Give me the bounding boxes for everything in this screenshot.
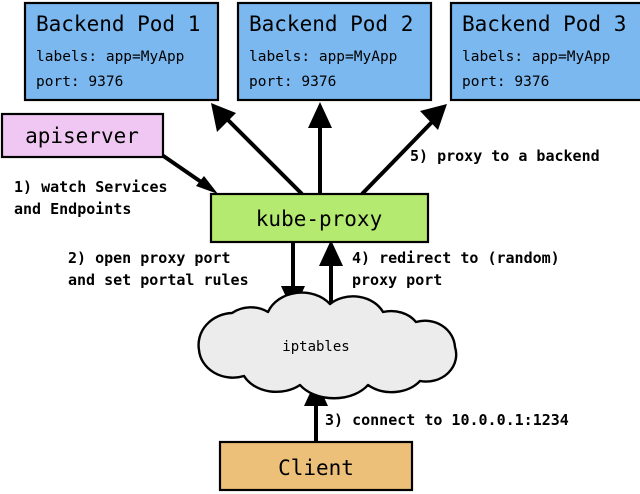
pod-1-labels: labels: app=MyApp [36, 49, 184, 65]
step-2-line-2: and set portal rules [68, 271, 249, 289]
step-4-line-2: proxy port [352, 271, 442, 289]
step-2-label: 2) open proxy port and set portal rules [68, 249, 249, 289]
node-iptables-cloud[interactable]: iptables [197, 291, 458, 400]
step-1-label: 1) watch Services and Endpoints [14, 178, 168, 218]
pod-2-port: port: 9376 [249, 74, 336, 90]
pod-3-title: Backend Pod 3 [462, 12, 626, 36]
step-1-line-2: and Endpoints [14, 200, 131, 218]
kube-proxy-label: kube-proxy [256, 207, 382, 231]
pod-1-port: port: 9376 [36, 74, 123, 90]
step-5-label: 5) proxy to a backend [410, 147, 600, 165]
pod-3-port: port: 9376 [462, 74, 549, 90]
edge-kubeproxy-to-pod-2 [308, 102, 332, 194]
pod-2-labels: labels: app=MyApp [249, 49, 397, 65]
step-3-label: 3) connect to 10.0.0.1:1234 [325, 411, 569, 429]
edge-iptables-to-kubeproxy [319, 240, 343, 310]
edge-apiserver-to-kubeproxy [160, 153, 218, 194]
pod-2-title: Backend Pod 2 [249, 12, 413, 36]
step-2-line-1: 2) open proxy port [68, 249, 231, 267]
pod-1-title: Backend Pod 1 [36, 12, 200, 36]
step-3-line-1: 3) connect to 10.0.0.1:1234 [325, 411, 569, 429]
node-kube-proxy[interactable]: kube-proxy [209, 192, 430, 244]
node-backend-pod-2[interactable]: Backend Pod 2 labels: app=MyApp port: 93… [236, 1, 433, 102]
edge-kubeproxy-to-pod-3 [360, 104, 447, 196]
pod-3-labels: labels: app=MyApp [462, 49, 610, 65]
node-client[interactable]: Client [218, 440, 414, 492]
node-apiserver[interactable]: apiserver [0, 112, 165, 159]
apiserver-label: apiserver [25, 124, 139, 148]
step-1-line-1: 1) watch Services [14, 178, 168, 196]
step-4-line-1: 4) redirect to (random) [352, 249, 560, 267]
iptables-label: iptables [282, 339, 349, 355]
client-label: Client [278, 456, 354, 480]
node-backend-pod-1[interactable]: Backend Pod 1 labels: app=MyApp port: 93… [23, 1, 220, 102]
edge-kubeproxy-to-pod-1 [211, 103, 304, 196]
step-4-label: 4) redirect to (random) proxy port [352, 249, 560, 289]
node-backend-pod-3[interactable]: Backend Pod 3 labels: app=MyApp port: 93… [449, 1, 640, 102]
step-5-line-1: 5) proxy to a backend [410, 147, 600, 165]
